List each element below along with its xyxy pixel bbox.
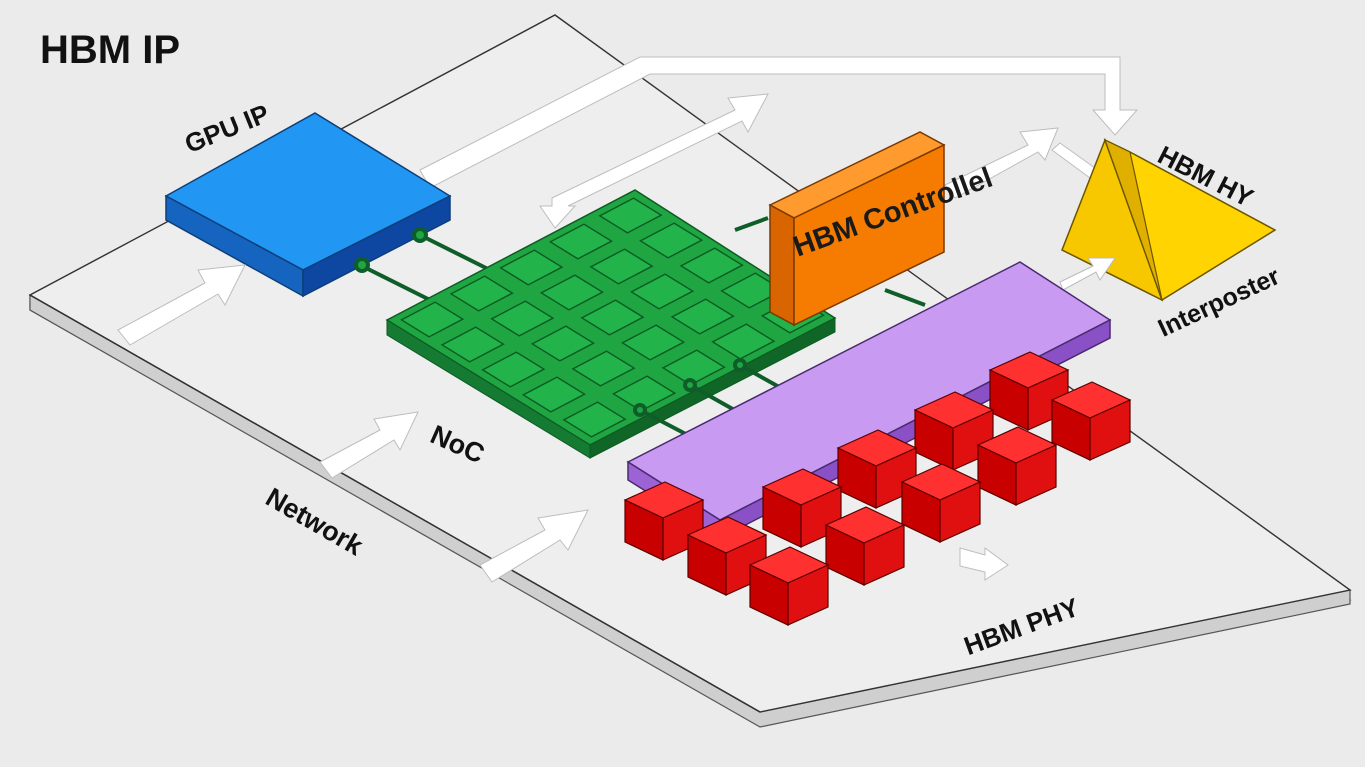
noc-cell bbox=[490, 300, 555, 337]
noc-cells bbox=[400, 197, 825, 438]
controller-to-hy-arrow bbox=[944, 127, 1059, 199]
gpu-ip-block bbox=[164, 112, 452, 298]
noc-cell bbox=[612, 375, 677, 412]
noc-cell bbox=[621, 324, 686, 361]
noc-cell bbox=[499, 249, 564, 286]
noc-cell bbox=[598, 197, 663, 234]
hbm-controller-block bbox=[768, 131, 946, 327]
gpu-input-arrow bbox=[117, 264, 246, 346]
hbm-hy-pyramid bbox=[1061, 137, 1277, 302]
noc-cell bbox=[679, 247, 744, 284]
interposer-arrow bbox=[1059, 257, 1116, 291]
noc-cell bbox=[530, 325, 595, 362]
data-path-arrows bbox=[419, 56, 1139, 229]
noc-cell bbox=[711, 323, 776, 360]
phy-input-arrow bbox=[479, 509, 589, 583]
noc-cell bbox=[571, 350, 636, 387]
noc-cell bbox=[589, 248, 654, 285]
noc-cell bbox=[440, 326, 505, 363]
noc-grid bbox=[385, 189, 837, 459]
input-arrows bbox=[117, 264, 1009, 583]
memory-cube-right bbox=[787, 564, 829, 626]
memory-cube-right bbox=[1015, 444, 1057, 506]
noc-cell bbox=[639, 222, 704, 259]
memory-cubes bbox=[623, 351, 1132, 626]
noc-cell bbox=[630, 273, 695, 310]
noc-input-arrow bbox=[319, 411, 419, 479]
top-loop-arrow bbox=[419, 56, 1139, 189]
noc-up-arrow bbox=[539, 93, 769, 229]
noc-cell bbox=[548, 223, 613, 260]
memory-cube-right bbox=[939, 481, 981, 543]
noc-cell bbox=[580, 299, 645, 336]
memory-cube-right bbox=[863, 524, 905, 586]
noc-cell bbox=[539, 274, 604, 311]
diagram-title: HBM IP bbox=[40, 28, 180, 72]
noc-cell bbox=[521, 376, 586, 413]
noc-cell bbox=[481, 351, 546, 388]
hy-return-arrow bbox=[1051, 142, 1096, 179]
noc-cell bbox=[562, 401, 627, 438]
noc-cell bbox=[661, 349, 726, 386]
noc-cell bbox=[670, 298, 735, 335]
phy-output-arrow bbox=[959, 547, 1009, 581]
gpu-noc-connectors bbox=[354, 227, 491, 302]
noc-cell bbox=[449, 275, 514, 312]
memory-cube-right bbox=[1089, 399, 1131, 461]
noc-cell bbox=[400, 301, 465, 338]
